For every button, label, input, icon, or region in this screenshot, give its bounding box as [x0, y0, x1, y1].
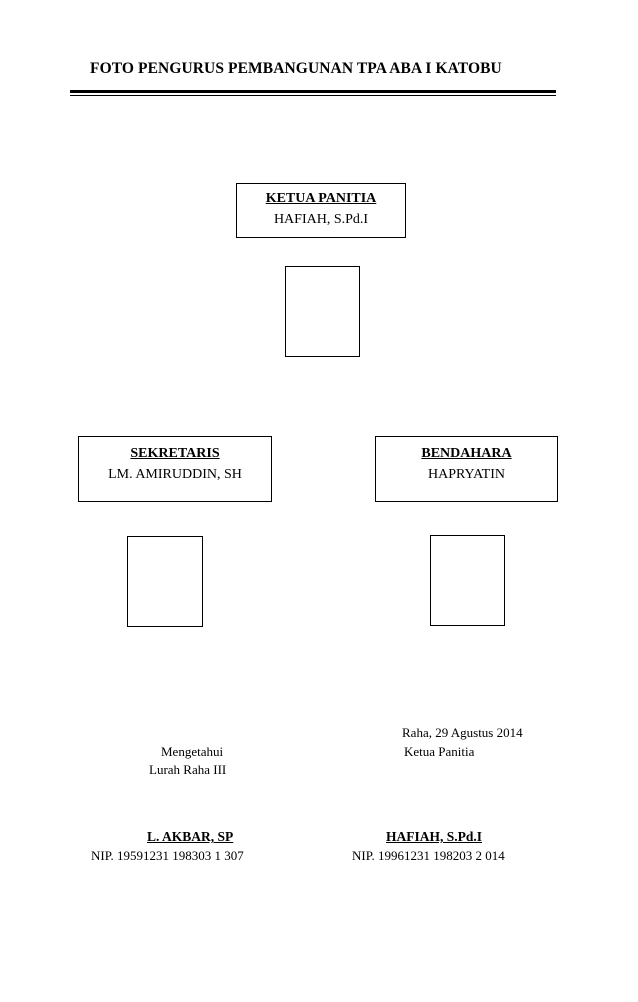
sekretaris-name: LM. AMIRUDDIN, SH — [108, 467, 242, 482]
right-signatory-nip: NIP. 19961231 198203 2 014 — [352, 848, 505, 863]
left-signatory-nip: NIP. 19591231 198303 1 307 — [91, 848, 244, 863]
bendahara-role: BENDAHARA — [421, 446, 512, 461]
ketua-role: KETUA PANITIA — [265, 191, 377, 206]
right-signature-line1: Ketua Panitia — [404, 744, 475, 759]
bendahara-name: HAPRYATIN — [427, 467, 505, 482]
left-signature-line2: Lurah Raha III — [149, 762, 227, 777]
left-signatory-name: L. AKBAR, SP — [147, 829, 234, 844]
title-underline-thin — [70, 95, 556, 96]
bendahara-box: BENDAHARA HAPRYATIN — [375, 436, 558, 502]
document-title: FOTO PENGURUS PEMBANGUNAN TPA ABA I KATO… — [90, 60, 502, 77]
bendahara-photo-frame — [430, 535, 505, 626]
sekretaris-role: SEKRETARIS — [130, 446, 220, 461]
ketua-box: KETUA PANITIA HAFIAH, S.Pd.I — [236, 183, 406, 238]
ketua-photo-frame — [285, 266, 360, 357]
signature-date: Raha, 29 Agustus 2014 — [402, 725, 523, 740]
left-signature-line1: Mengetahui — [161, 744, 224, 759]
title-underline-thick — [70, 90, 556, 93]
right-signatory-name: HAFIAH, S.Pd.I — [386, 829, 483, 844]
sekretaris-box: SEKRETARIS LM. AMIRUDDIN, SH — [78, 436, 272, 502]
sekretaris-photo-frame — [127, 536, 203, 627]
ketua-name: HAFIAH, S.Pd.I — [273, 212, 369, 227]
